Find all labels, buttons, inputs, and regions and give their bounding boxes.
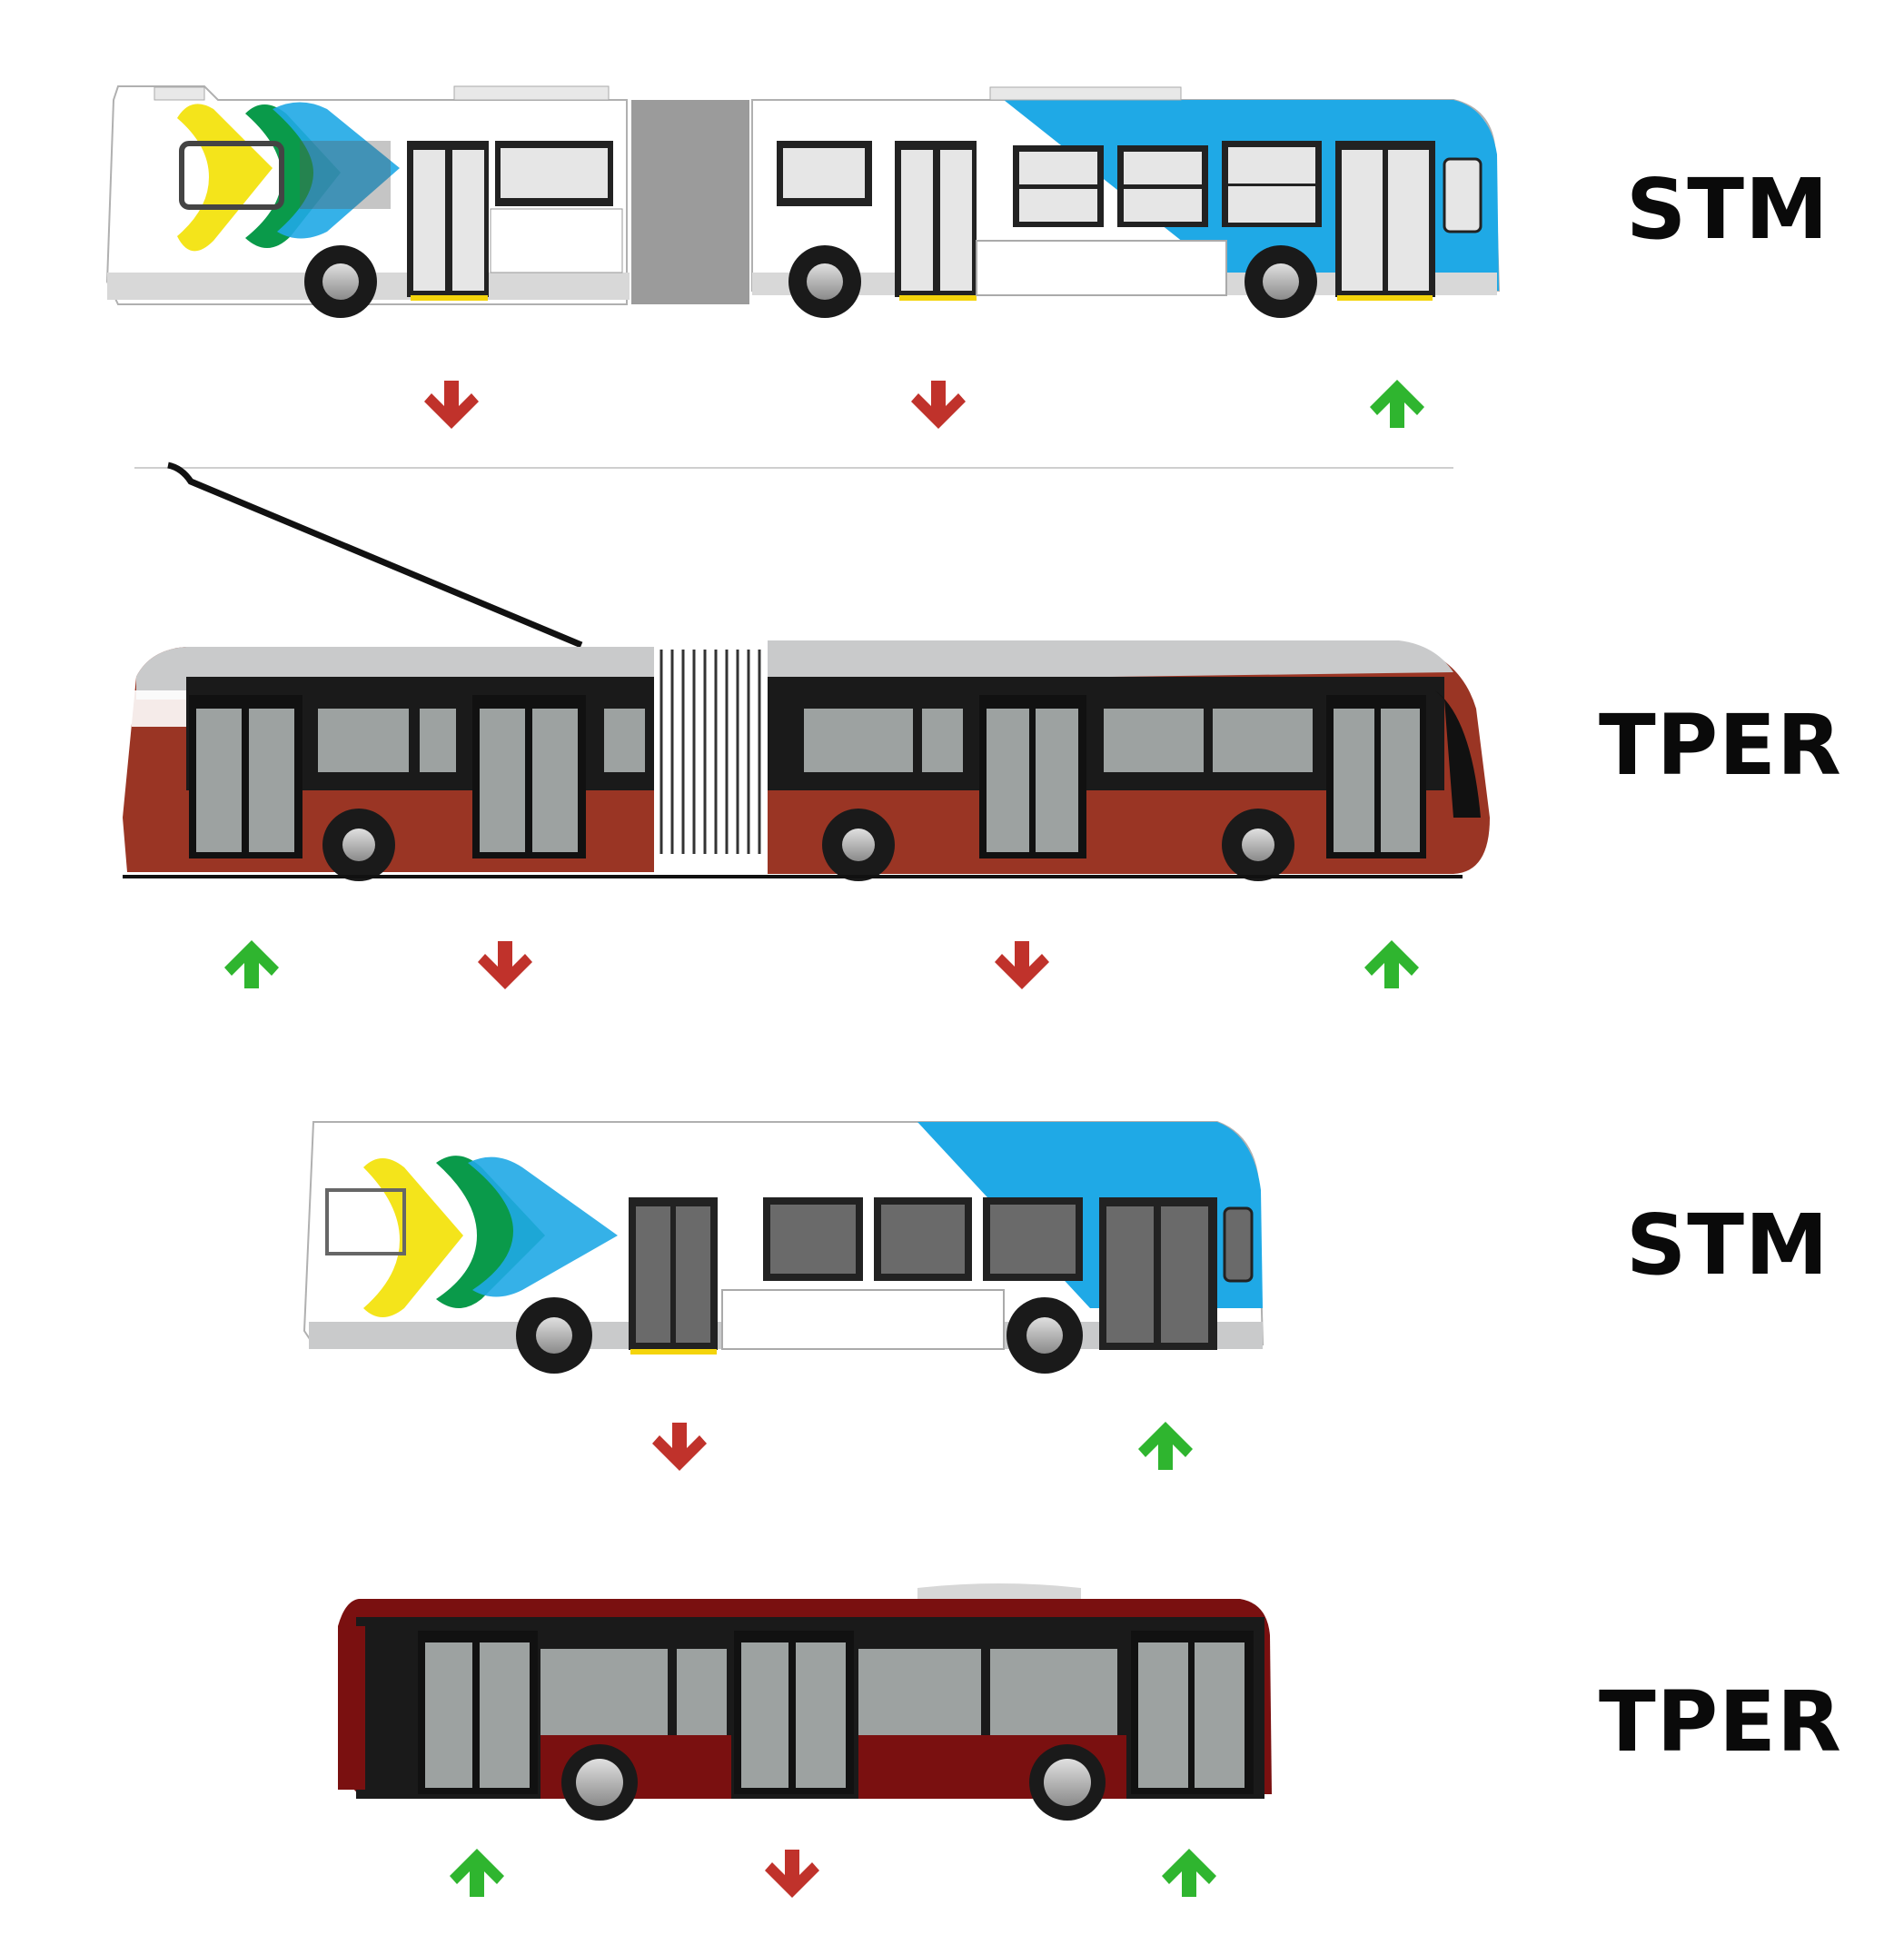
wheel-icon xyxy=(304,245,377,318)
arrow-down-icon xyxy=(478,941,532,989)
operator-label-stm: STM xyxy=(1626,1196,1830,1294)
operator-label-tper: TPER xyxy=(1599,697,1842,794)
arrow-up-icon xyxy=(1162,1849,1216,1897)
wheel-icon xyxy=(788,245,861,318)
tper-trolley-door-1 xyxy=(189,695,302,858)
stm-articulated-bus xyxy=(105,85,1501,318)
stm-artic-door-3 xyxy=(1335,141,1435,301)
wheel-icon xyxy=(561,1744,638,1821)
stm-artic-door-1 xyxy=(407,141,489,301)
wheel-icon xyxy=(1029,1744,1106,1821)
wheel-icon xyxy=(516,1297,592,1374)
tper-articulated-trolleybus xyxy=(123,461,1490,881)
tper-standard-bus xyxy=(338,1583,1272,1821)
stm-standard-door-2 xyxy=(1099,1197,1217,1350)
arrow-up-icon xyxy=(1370,380,1424,428)
tper-standard-door-1 xyxy=(418,1631,538,1794)
arrow-up-icon xyxy=(450,1849,504,1897)
arrow-down-icon xyxy=(424,381,479,429)
articulation-bellows xyxy=(656,647,765,858)
tper-trolley-door-4 xyxy=(1326,695,1426,858)
operator-label-tper: TPER xyxy=(1599,1673,1842,1771)
arrow-down-icon xyxy=(911,381,966,429)
arrow-down-icon xyxy=(652,1423,707,1471)
wheel-icon xyxy=(822,809,895,881)
door-flow-arrows xyxy=(224,380,1424,1898)
wheel-icon xyxy=(1007,1297,1083,1374)
operator-label-stm: STM xyxy=(1626,161,1830,258)
tper-trolley-door-3 xyxy=(979,695,1086,858)
tper-standard-door-2 xyxy=(734,1631,854,1794)
arrow-down-icon xyxy=(995,941,1049,989)
arrow-up-icon xyxy=(224,940,279,988)
arrow-up-icon xyxy=(1364,940,1419,988)
wheel-icon xyxy=(1245,245,1317,318)
arrow-up-icon xyxy=(1138,1422,1193,1470)
stm-artic-door-2 xyxy=(895,141,977,301)
wheel-icon xyxy=(1222,809,1294,881)
tper-trolley-door-2 xyxy=(472,695,586,858)
wheel-icon xyxy=(322,809,395,881)
stm-standard-bus xyxy=(302,1121,1264,1374)
arrow-down-icon xyxy=(765,1850,819,1898)
stm-standard-door-1 xyxy=(629,1197,718,1355)
tper-standard-door-3 xyxy=(1131,1631,1254,1794)
